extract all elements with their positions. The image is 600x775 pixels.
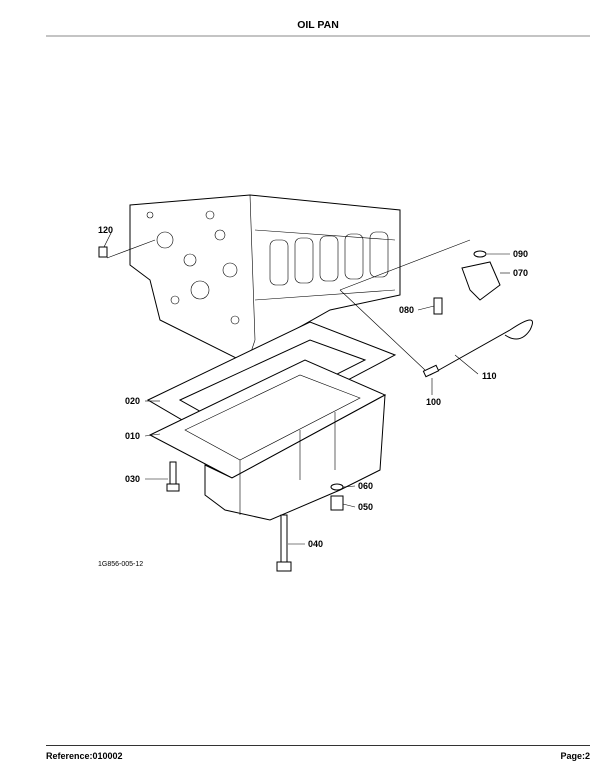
engine-block [129, 194, 401, 361]
page-number: Page:2 [560, 751, 590, 761]
callout-030: 030 [125, 474, 140, 484]
callout-050: 050 [358, 502, 373, 512]
callout-080: 080 [399, 305, 414, 315]
bolt-080 [433, 297, 443, 315]
figure-code: 1G856-005-12 [98, 561, 143, 568]
bolt-030 [166, 461, 180, 492]
callout-020: 020 [125, 396, 140, 406]
reference-number: Reference:010002 [46, 751, 123, 761]
dipstick-110 [429, 319, 533, 376]
page-title: OIL PAN [297, 19, 339, 31]
leader-lines [103, 230, 510, 545]
header-divider [46, 35, 590, 37]
callout-040: 040 [308, 539, 323, 549]
dipstick-tube-100 [422, 364, 440, 378]
drain-plug-050 [330, 495, 344, 511]
washer-060 [330, 483, 344, 491]
plug-120 [98, 246, 108, 258]
callout-090: 090 [513, 249, 528, 259]
callout-010: 010 [125, 431, 140, 441]
dipstick-guide-070 [461, 250, 501, 301]
callout-070: 070 [513, 268, 528, 278]
callout-100: 100 [426, 397, 441, 407]
callout-120: 120 [98, 225, 113, 235]
footer-divider [46, 745, 590, 746]
callout-060: 060 [358, 481, 373, 491]
bolt-040 [276, 514, 292, 572]
callout-110: 110 [482, 371, 497, 381]
